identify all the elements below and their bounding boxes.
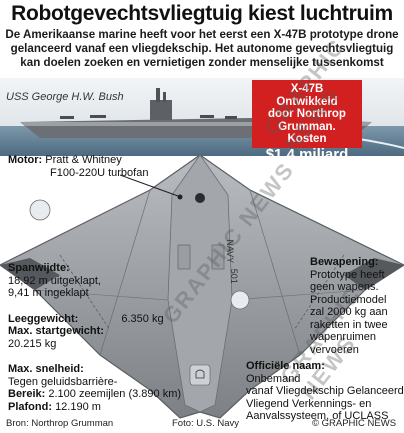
- x47b-drone-illustration: [0, 154, 404, 419]
- empty-weight-heading: Leeggewicht:: [8, 313, 79, 325]
- armament-line: geen wapens.: [310, 281, 379, 293]
- max-weight-spec: Max. startgewicht: 20.215 kg: [8, 325, 104, 350]
- span-value: 18,92 m uitgeklapt,: [8, 274, 101, 287]
- official-name-line: Onbemand: [246, 372, 301, 385]
- ship-label: USS George H.W. Bush: [6, 91, 124, 103]
- source-credit: Bron: Northrop Grumman: [6, 418, 114, 429]
- insignia-icon: [29, 199, 51, 221]
- motor-value-2: F100-220U turbofan: [50, 166, 149, 179]
- armament-line: raketten in twee: [310, 318, 388, 331]
- callout-line: Grumman.: [278, 120, 336, 133]
- motor-heading: Motor:: [8, 154, 43, 166]
- photo-credit: Foto: U.S. Navy: [172, 418, 240, 429]
- callout-line: door Northrop: [268, 108, 346, 120]
- range-heading: Bereik:: [8, 388, 46, 400]
- callout-line: X-47B: [290, 83, 324, 95]
- range-value: 2.100 zeemijlen (3.890 km): [48, 388, 182, 400]
- armament-line: Prototype heeft: [310, 268, 385, 281]
- max-weight-value: 20.215 kg: [8, 337, 57, 350]
- ceiling-spec: Plafond: 12.190 m: [8, 401, 101, 414]
- motor-value: Pratt & Whitney: [45, 154, 122, 166]
- empty-weight-value: 6.350 kg: [121, 313, 164, 325]
- intro-text: De Amerikaanse marine heeft voor het eer…: [5, 28, 399, 69]
- armament-spec: Bewapening: Prototype heeft geen wapens.…: [310, 256, 404, 356]
- motor-spec: Motor: Pratt & Whitney F100-220U turbofa…: [8, 154, 178, 179]
- aircraft-marking: NAVY: [225, 239, 236, 264]
- cost-callout: X-47B Ontwikkeld door Northrop Grumman. …: [252, 80, 362, 163]
- span-heading: Spanwijdte:: [8, 262, 70, 274]
- armament-line: wapenruimen: [310, 331, 377, 343]
- max-speed-spec: Max. snelheid: Tegen geluidsbarrière-: [8, 363, 117, 388]
- max-weight-heading: Max. startgewicht:: [8, 325, 104, 337]
- span-spec: Spanwijdte: 18,92 m uitgeklapt, 9,41 m i…: [8, 262, 101, 300]
- motor-leader-line: [119, 174, 183, 200]
- official-name-line: Aanvalssysteem, of UCLASS: [246, 410, 389, 422]
- callout-cost: $1,4 miljard: [265, 145, 349, 163]
- armament-line: vervoeren: [310, 343, 359, 356]
- max-speed-heading: Max. snelheid:: [8, 363, 84, 375]
- official-name-line: Vliegend Verkennings- en: [246, 397, 372, 410]
- armament-heading: Bewapening:: [310, 256, 379, 268]
- range-spec: Bereik: 2.100 zeemijlen (3.890 km): [8, 388, 181, 401]
- max-speed-value: Tegen geluidsbarrière-: [8, 375, 118, 388]
- armament-line: Productiemodel: [310, 293, 387, 306]
- ceiling-value: 12.190 m: [55, 401, 101, 413]
- official-name-heading: Officiële naam:: [246, 360, 325, 372]
- span-value-2: 9,41 m ingeklapt: [8, 287, 89, 299]
- headline: Robotgevechtsvliegtuig kiest luchtruim: [11, 2, 393, 25]
- empty-weight-spec: Leeggewicht: 6.350 kg: [8, 313, 164, 326]
- tail-number: 501: [228, 268, 239, 284]
- callout-line: Kosten: [287, 133, 327, 145]
- armament-line: zal 2000 kg aan: [310, 306, 388, 318]
- ceiling-heading: Plafond:: [8, 401, 52, 413]
- insignia-icon: [230, 290, 250, 310]
- callout-line: Ontwikkeld: [276, 95, 338, 108]
- copyright: © GRAPHIC NEWS: [312, 418, 397, 429]
- official-name-spec: Officiële naam: Onbemand vanaf Vliegdeks…: [246, 360, 404, 423]
- official-name-line: vanaf Vliegdekschip Gelanceerd: [246, 385, 404, 397]
